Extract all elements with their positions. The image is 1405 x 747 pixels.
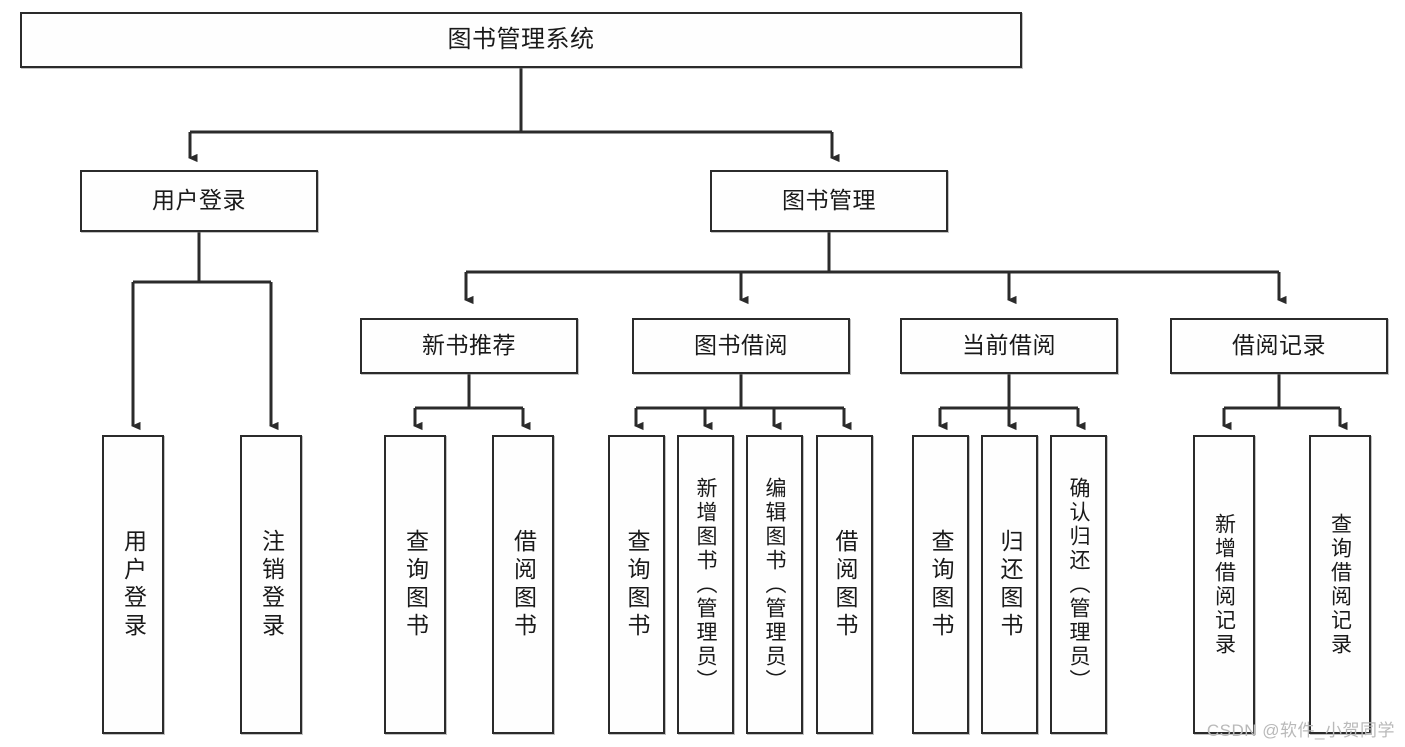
leaf-borrow-record-query-record[interactable]: 查询借阅记录	[1309, 435, 1371, 734]
node-label: 查询借阅记录	[1328, 512, 1352, 657]
node-label: 新增图书（管理员）	[694, 476, 717, 693]
node-label: 用户登录	[120, 528, 147, 641]
node-label: 注销登录	[258, 528, 285, 641]
node-new-book-recommend[interactable]: 新书推荐	[360, 318, 578, 374]
node-label: 确认归还（管理员）	[1067, 476, 1090, 693]
node-label: 查询图书	[402, 528, 429, 641]
node-label: 编辑图书（管理员）	[763, 476, 786, 693]
node-label: 查询图书	[928, 528, 954, 641]
node-book-management[interactable]: 图书管理	[710, 170, 948, 232]
leaf-borrow-record-add-record[interactable]: 新增借阅记录	[1193, 435, 1255, 734]
node-label: 图书借阅	[694, 332, 788, 359]
leaf-book-borrow-edit-book-admin[interactable]: 编辑图书（管理员）	[746, 435, 803, 734]
node-label: 用户登录	[152, 187, 246, 214]
node-book-borrow[interactable]: 图书借阅	[632, 318, 850, 374]
leaf-book-borrow-borrow-book[interactable]: 借阅图书	[816, 435, 873, 734]
node-label: 当前借阅	[962, 332, 1056, 359]
leaf-user-login-signin[interactable]: 用户登录	[102, 435, 164, 734]
leaf-current-borrow-query-book[interactable]: 查询图书	[912, 435, 969, 734]
csdn-watermark: CSDN @软件_小贺同学	[1206, 721, 1395, 740]
leaf-user-login-logout[interactable]: 注销登录	[240, 435, 302, 734]
node-label: 新增借阅记录	[1212, 512, 1236, 657]
node-label: 图书管理	[782, 187, 876, 214]
leaf-new-book-borrow-book[interactable]: 借阅图书	[492, 435, 554, 734]
node-label: 归还图书	[997, 528, 1023, 641]
node-label: 新书推荐	[422, 332, 516, 359]
node-borrow-record[interactable]: 借阅记录	[1170, 318, 1388, 374]
leaf-current-borrow-return-book[interactable]: 归还图书	[981, 435, 1038, 734]
leaf-book-borrow-query-book[interactable]: 查询图书	[608, 435, 665, 734]
node-user-login[interactable]: 用户登录	[80, 170, 318, 232]
leaf-current-borrow-confirm-return-admin[interactable]: 确认归还（管理员）	[1050, 435, 1107, 734]
leaf-new-book-query-book[interactable]: 查询图书	[384, 435, 446, 734]
node-label: 借阅记录	[1232, 332, 1326, 359]
node-label: 查询图书	[624, 528, 650, 641]
node-label: 图书管理系统	[447, 25, 595, 53]
node-root-library-system[interactable]: 图书管理系统	[20, 12, 1022, 68]
node-label: 借阅图书	[510, 528, 537, 641]
node-current-borrow[interactable]: 当前借阅	[900, 318, 1118, 374]
leaf-book-borrow-add-book-admin[interactable]: 新增图书（管理员）	[677, 435, 734, 734]
node-label: 借阅图书	[832, 528, 858, 641]
